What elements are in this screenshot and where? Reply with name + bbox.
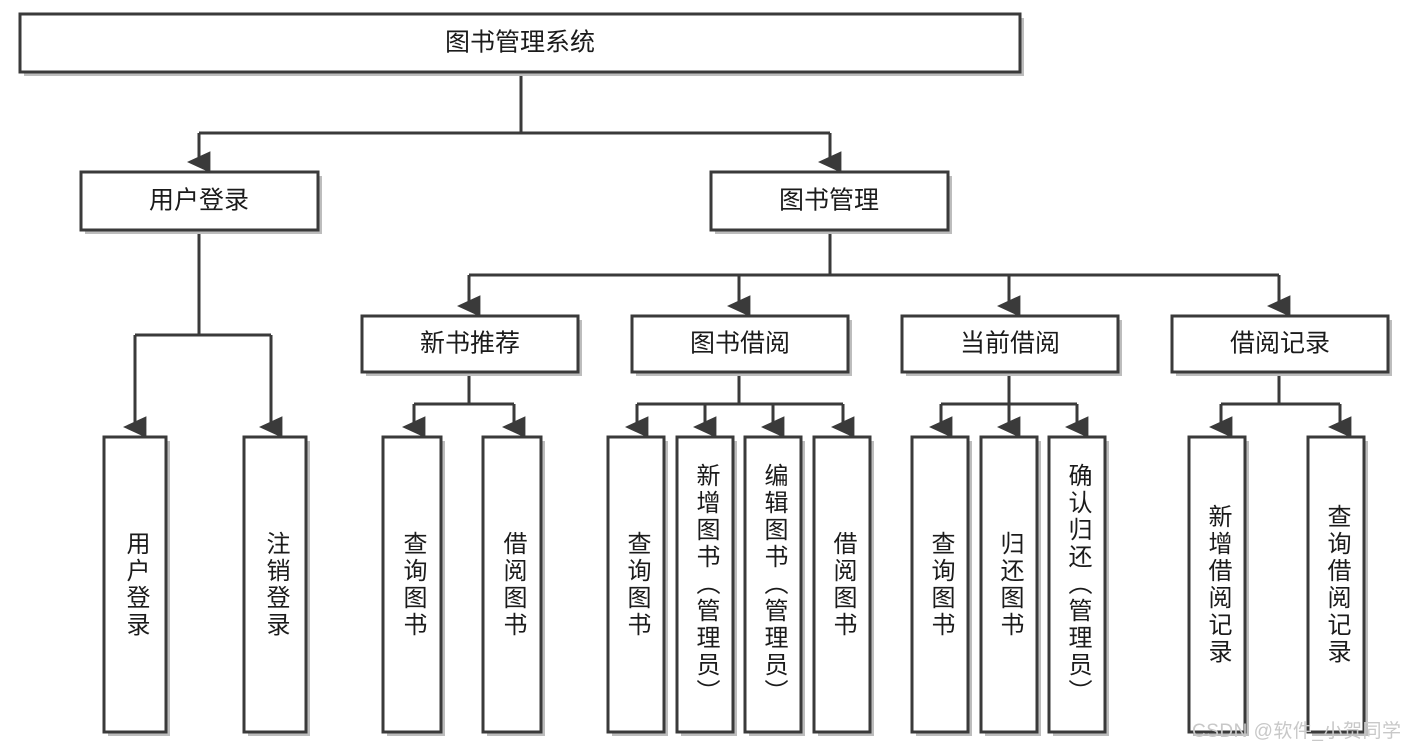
leaf-box-8[interactable] — [910, 435, 970, 734]
leaf-box-5[interactable] — [675, 435, 735, 734]
leaf-box-6[interactable] — [743, 435, 803, 734]
node-root-label: 图书管理系统 — [445, 29, 595, 57]
leaf-label-query-book-bb: 查询图书 — [622, 530, 650, 639]
leaf-label-query-borrow-record: 查询借阅记录 — [1322, 503, 1350, 666]
node-current-borrow[interactable]: 当前借阅 — [900, 314, 1122, 376]
node-current-borrow-box[interactable] — [900, 314, 1120, 374]
leaf-box-9[interactable] — [979, 435, 1039, 734]
node-book-borrow-box[interactable] — [630, 314, 850, 374]
node-root[interactable]: 图书管理系统 — [18, 12, 1024, 76]
node-borrow-record-label: 借阅记录 — [1230, 330, 1330, 358]
leaf-box-0[interactable] — [102, 435, 168, 734]
leaf-label-add-book-admin: 新增图书（管理员） — [691, 463, 719, 706]
leaf-label-edit-book-admin: 编辑图书（管理员） — [759, 463, 787, 706]
leaf-box-11[interactable] — [1187, 435, 1247, 734]
leaf-label-query-book-nbr: 查询图书 — [398, 530, 426, 639]
leaf-box-3[interactable] — [481, 435, 543, 734]
node-new-book-recommend[interactable]: 新书推荐 — [360, 314, 582, 376]
watermark-text: CSDN @软件_小贺同学 — [1192, 721, 1402, 742]
node-book-management-label: 图书管理 — [779, 187, 879, 215]
node-new-book-recommend-label: 新书推荐 — [420, 330, 520, 358]
leaf-label-user-login: 用户登录 — [121, 530, 149, 639]
node-borrow-record-box[interactable] — [1170, 314, 1390, 374]
leaf-box-4[interactable] — [606, 435, 666, 734]
node-new-book-recommend-box[interactable] — [360, 314, 580, 374]
node-current-borrow-label: 当前借阅 — [960, 330, 1060, 358]
node-user-login-box[interactable] — [79, 170, 320, 232]
leaf-label-confirm-return-admin: 确认归还（管理员） — [1063, 463, 1091, 706]
leaf-label-logout: 注销登录 — [261, 530, 289, 639]
node-user-login-label: 用户登录 — [149, 187, 249, 215]
leaf-box-2[interactable] — [381, 435, 443, 734]
leaf-box-group — [102, 435, 1368, 736]
node-book-management-box[interactable] — [709, 170, 950, 232]
leaf-label-borrow-book-nbr: 借阅图书 — [498, 530, 526, 639]
leaf-box-10[interactable] — [1047, 435, 1107, 734]
leaf-box-12[interactable] — [1306, 435, 1366, 734]
connector-group — [122, 74, 1352, 438]
leaf-box-7[interactable] — [812, 435, 872, 734]
leaf-label-add-borrow-record: 新增借阅记录 — [1203, 503, 1231, 666]
leaf-label-return-book: 归还图书 — [995, 530, 1023, 639]
node-user-login[interactable]: 用户登录 — [79, 170, 322, 234]
leaf-label-query-book-cb: 查询图书 — [926, 530, 954, 639]
node-book-borrow-label: 图书借阅 — [690, 330, 790, 358]
leaf-label-borrow-book-bb: 借阅图书 — [828, 530, 856, 639]
node-book-borrow[interactable]: 图书借阅 — [630, 314, 852, 376]
node-borrow-record[interactable]: 借阅记录 — [1170, 314, 1392, 376]
node-book-management[interactable]: 图书管理 — [709, 170, 952, 234]
node-root-box[interactable] — [18, 12, 1022, 74]
leaf-box-1[interactable] — [242, 435, 308, 734]
